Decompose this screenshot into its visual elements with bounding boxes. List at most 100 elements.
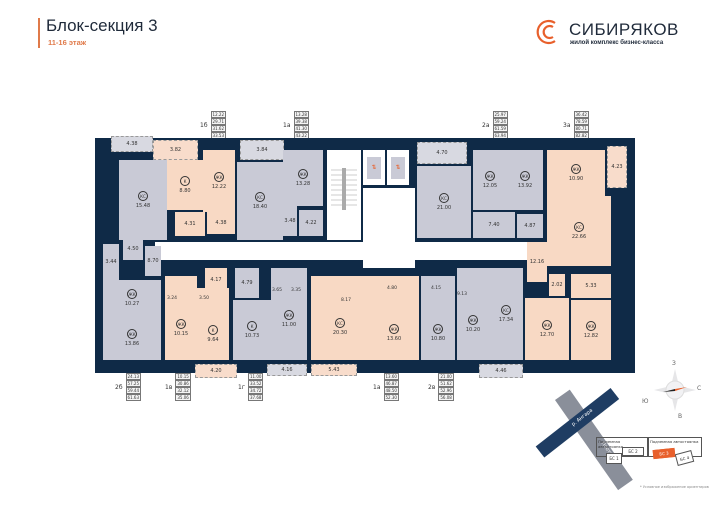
room-area: 20.30 — [332, 330, 348, 336]
area-value: 52.96 — [438, 387, 454, 394]
apartment-areas: 21.00 51.62 52.96 56.08 — [438, 373, 454, 401]
room-bedroom: ЖК 12.05 — [473, 150, 507, 210]
room-bathroom: 4.79 — [235, 268, 259, 298]
room-bathroom: 4.31 — [175, 212, 205, 236]
area-value: 31.62 — [210, 125, 226, 132]
area-value: 78.59 — [573, 118, 589, 125]
apartment-label-2b: 2б 24.13 57.25 59.44 61.63 — [115, 373, 141, 401]
room-type: ЖК — [176, 319, 186, 329]
room-type: ЖК — [127, 329, 137, 339]
room-area: 10.27 — [124, 301, 140, 307]
room-area: 3.48 — [284, 218, 296, 224]
room-type: КС — [255, 192, 265, 202]
area-value: 29.71 — [210, 118, 226, 125]
area-value: 52.30 — [383, 394, 399, 401]
page-title: Блок-секция 3 — [46, 16, 158, 35]
room-area: 9.64 — [207, 337, 219, 343]
room-type: ЖК — [127, 289, 137, 299]
area-value: 36.42 — [573, 111, 589, 118]
area-value: 56.08 — [438, 394, 454, 401]
apartment-label-1a-bottom: 1а 13.60 46.87 48.50 52.30 — [373, 373, 399, 401]
room-type: К — [180, 176, 190, 186]
room-hall: 7.40 — [473, 212, 515, 238]
apartment-code: 3а — [563, 121, 571, 129]
room-hall: 12.16 — [527, 242, 547, 282]
room-type: КС — [439, 193, 449, 203]
room-area: 4.46 — [495, 368, 507, 374]
room-type: ЖК — [571, 164, 581, 174]
apartment-label-1v: 1в 10.15 30.86 32.12 35.06 — [165, 373, 191, 401]
apartment-label-2a: 2а 25.97 59.24 61.59 63.94 — [482, 111, 508, 139]
room-living-kitchen: КС 22.66 — [547, 196, 611, 266]
room-area: 12.70 — [539, 332, 555, 338]
block-bs4[interactable]: БС 4 — [674, 450, 695, 466]
compass-south: Ю — [642, 398, 649, 405]
room-area: 4.87 — [524, 223, 536, 229]
room-area: 13.60 — [386, 336, 402, 342]
room-bedroom: ЖК 10.27 — [103, 280, 161, 316]
room-area: 9.13 — [457, 292, 468, 297]
area-value: 61.63 — [125, 394, 141, 401]
room-area: 2.02 — [551, 282, 563, 288]
room-area: 3.35 — [291, 288, 302, 293]
room-bedroom: ЖК 13.28 — [283, 150, 323, 206]
room-bedroom: 3.24 ЖК 10.15 — [165, 276, 197, 360]
apartment-areas: 36.42 78.59 80.71 82.82 — [573, 111, 589, 139]
room-living-kitchen: КС 17.34 — [489, 268, 523, 360]
room-type: КС — [574, 222, 584, 232]
room-bedroom: ЖК 12.70 — [525, 298, 569, 360]
area-value: 39.38 — [293, 118, 309, 125]
room-area: 4.17 — [210, 277, 222, 283]
area-value: 41.30 — [293, 125, 309, 132]
room-hall: 3.48 — [283, 206, 297, 236]
room-bedroom: ЖК 13.92 — [507, 150, 543, 210]
room-area: 4.16 — [281, 367, 293, 373]
area-value: 25.97 — [492, 111, 508, 118]
room-area: 3.44 — [105, 259, 117, 265]
balcony: 4.46 — [479, 364, 523, 378]
room-living-kitchen: КС 18.40 — [237, 162, 283, 240]
apartment-areas: 25.97 59.24 61.59 63.94 — [492, 111, 508, 139]
room-area: 18.40 — [252, 204, 268, 210]
room-bedroom: ЖК 12.22 — [203, 150, 235, 212]
room-area: 10.15 — [173, 331, 189, 337]
room-area: 8.17 — [341, 298, 352, 303]
room-living-kitchen: 8.17 КС 20.30 — [311, 276, 369, 360]
apartment-code: 2в — [428, 383, 436, 391]
apartment-code: 1а — [283, 121, 291, 129]
room-bathroom: 4.17 — [205, 268, 227, 292]
room-type: К — [247, 321, 257, 331]
apartment-areas: 10.15 30.86 32.12 35.06 — [175, 373, 191, 401]
room-area: 13.86 — [124, 341, 140, 347]
room-bedroom: ЖК 12.82 — [571, 300, 611, 360]
room-bedroom: 3.65 3.35 ЖК 11.00 — [271, 268, 307, 360]
area-value: 57.25 — [125, 380, 141, 387]
compass-east: В — [678, 413, 683, 420]
apartment-code: 2б — [115, 383, 123, 391]
room-type: ЖК — [542, 320, 552, 330]
block-label: БС 1 — [609, 456, 619, 461]
room-type: ЖК — [389, 324, 399, 334]
room-type: КС — [501, 305, 511, 315]
room-type: ЖК — [485, 171, 495, 181]
apartment-code: 1а — [373, 383, 381, 391]
apartment-areas: 13.28 39.38 41.30 43.22 — [293, 111, 309, 139]
room-area: 10.73 — [244, 333, 260, 339]
area-value: 33.52 — [247, 380, 264, 387]
room-area: 10.20 — [465, 327, 481, 333]
apartment-areas: 11.00 33.52 34.72 37.68 — [247, 373, 264, 401]
room-area: 3.65 — [272, 288, 283, 293]
area-value: 10.15 — [175, 373, 191, 380]
area-value: 13.28 — [293, 111, 309, 118]
room-kitchen: К 10.73 — [233, 300, 271, 360]
room-type: КС — [335, 318, 345, 328]
floor-plan: 4.38 3.82 3.84 4.70 4.23 КС 15.48 К 8.80… — [95, 136, 635, 378]
apartment-areas: 12.22 29.71 31.62 33.53 — [210, 111, 226, 139]
room-type: ЖК — [298, 169, 308, 179]
area-value: 80.71 — [573, 125, 589, 132]
room-hall: 8.70 — [145, 246, 161, 276]
block-bs3-active[interactable]: БС 3 — [652, 447, 676, 460]
room-area: 12.05 — [482, 183, 498, 189]
block-bs1[interactable]: БС 1 — [606, 453, 622, 464]
block-bs2[interactable]: БС 2 — [622, 447, 644, 456]
